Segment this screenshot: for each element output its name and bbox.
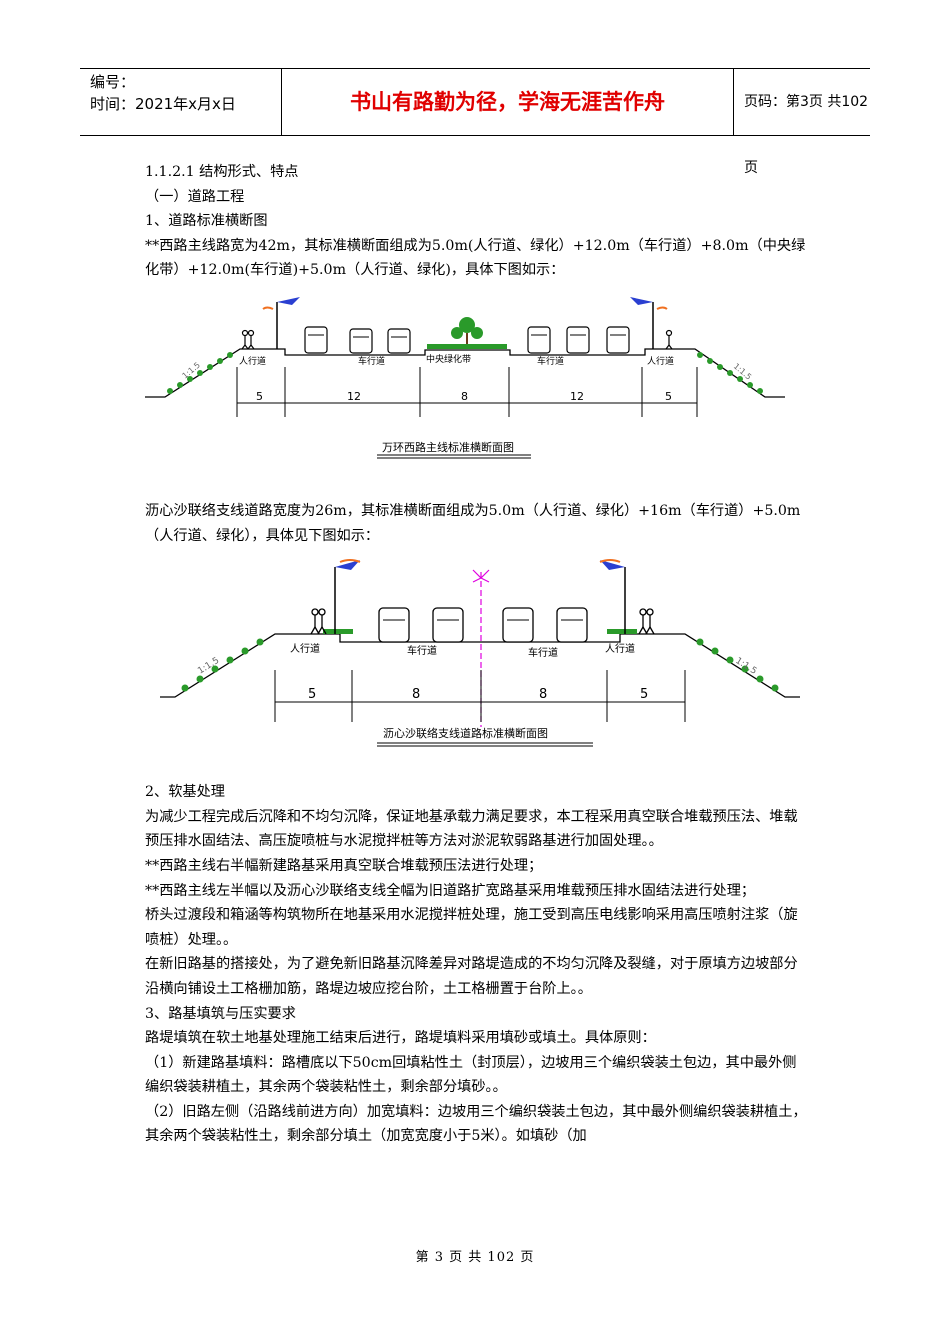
label2-carriageway-left: 车行道 — [407, 644, 437, 657]
paragraph-soft-5: 在新旧路基的搭接处，为了避免新旧路基沉降差异对路堤造成的不均匀沉降及裂缝，对于原… — [145, 956, 798, 997]
label2-sidewalk-left: 人行道 — [290, 642, 320, 655]
dim2-1: 5 — [308, 687, 316, 702]
dim-3: 8 — [461, 390, 468, 403]
dim2-3: 8 — [539, 687, 547, 702]
dim-1: 5 — [256, 390, 263, 403]
label-carriageway-right: 车行道 — [537, 355, 564, 367]
heading-soft-foundation: 2、软基处理 — [145, 784, 225, 801]
subsection-cross-section: 1、道路标准横断图 — [145, 213, 268, 230]
label-carriageway-left: 车行道 — [358, 355, 385, 367]
paragraph-fill-2: （1）新建路基填料：路槽底以下50cm回填粘性土（封顶层），边坡用三个编织袋装土… — [145, 1054, 797, 1096]
number-label: 编号： — [90, 73, 136, 91]
paragraph-soft-2: **西路主线右半幅新建路基采用真空联合堆载预压法进行处理； — [145, 857, 543, 874]
paragraph-soft-3: **西路主线左半幅以及沥心沙联络支线全幅为旧道路扩宽路基采用堆载预压排水固结法进… — [145, 882, 756, 899]
figure1-caption: 万环西路主线标准横断面图 — [382, 440, 514, 454]
figure2-caption: 沥心沙联络支线道路标准横断面图 — [383, 726, 548, 740]
label2-sidewalk-right: 人行道 — [605, 642, 635, 655]
dim2-4: 5 — [640, 687, 648, 702]
document-body: 1.1.2.1 结构形式、特点 （一）道路工程 1、道路标准横断图 **西路主线… — [145, 160, 810, 1149]
paragraph-soft-1: 为减少工程完成后沉降和不均匀沉降，保证地基承载力满足要求，本工程采用真空联合堆载… — [145, 808, 798, 850]
header-motto: 书山有路勤为径，学海无涯苦作舟 — [282, 69, 734, 135]
figure-branch-road-section: 1:1.5 1:1.5 人行道 车行道 车行道 人行道 — [160, 559, 800, 747]
paragraph-fill-3: （2）旧路左侧（沿路线前进方向）加宽填料：边坡用三个编织袋装土包边，其中最外侧编… — [145, 1103, 807, 1145]
label-median: 中央绿化带 — [426, 353, 471, 365]
time-label: 时间：2021年x月x日 — [90, 95, 236, 113]
subsection-road: （一）道路工程 — [145, 188, 245, 205]
dim-2: 12 — [347, 390, 361, 403]
paragraph-branch-road: 沥心沙联络支线道路宽度为26m，其标准横断面组成为5.0m（人行道、绿化）+16… — [145, 502, 801, 544]
header-table: 编号： 时间：2021年x月x日 书山有路勤为径，学海无涯苦作舟 页码：第3页 … — [80, 68, 870, 176]
header-meta: 编号： 时间：2021年x月x日 — [80, 69, 282, 135]
label-sidewalk-left: 人行道 — [239, 355, 266, 367]
paragraph-main-road: **西路主线路宽为42m，其标准横断面组成为5.0m(人行道、绿化）+12.0m… — [145, 237, 806, 279]
page-footer: 第 3 页 共 102 页 — [415, 1250, 535, 1265]
figure-main-road-section: 1:1.5 1:1.5 人行道 车行道 中央绿化带 车行道 — [145, 296, 785, 459]
heading-fill: 3、路基填筑与压实要求 — [145, 1005, 296, 1022]
paragraph-soft-4: 桥头过渡段和箱涵等构筑物所在地基采用水泥搅拌桩处理，施工受到高压电线影响采用高压… — [145, 907, 798, 948]
slope-label-right-2: 1:1.5 — [733, 656, 758, 677]
label-sidewalk-right: 人行道 — [647, 355, 674, 367]
section-title: 1.1.2.1 结构形式、特点 — [145, 164, 299, 180]
paragraph-fill-1: 路堤填筑在软土地基处理施工结束后进行，路堤填料采用填砂或填土。具体原则： — [145, 1030, 656, 1047]
header-page-info: 页码：第3页 共102页 — [744, 94, 869, 176]
dim-4: 12 — [570, 390, 584, 403]
dim-5: 5 — [665, 390, 672, 403]
label2-carriageway-right: 车行道 — [528, 646, 558, 659]
slope-label-left-2: 1:1.5 — [196, 656, 221, 677]
dim2-2: 8 — [412, 687, 420, 702]
